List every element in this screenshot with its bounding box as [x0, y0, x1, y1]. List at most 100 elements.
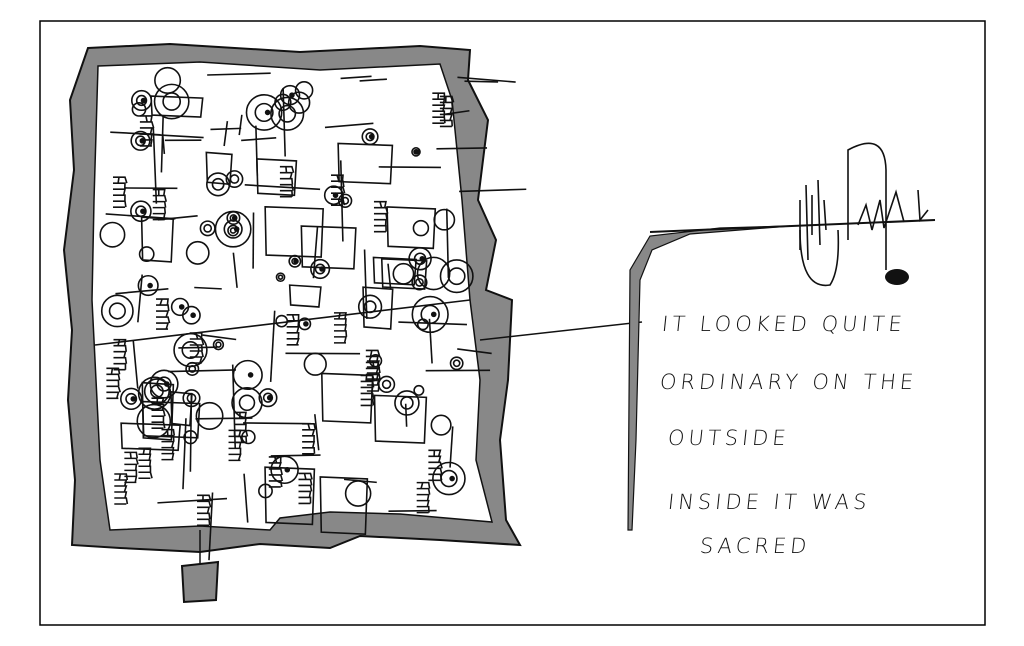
doodle-mark: [457, 348, 492, 355]
doodle-mark: [337, 193, 353, 208]
doodle-mark: [268, 456, 284, 488]
caption-line-1: IT LOOKED QUITE: [660, 312, 908, 336]
doodle-mark: [115, 288, 169, 295]
doodle-mark: [195, 401, 224, 430]
doodle-mark: [264, 466, 316, 526]
doodle-mark: [114, 473, 129, 505]
doodle-mark: [360, 374, 375, 407]
doodle-mark: [464, 80, 499, 83]
doodle-mark: [140, 216, 175, 263]
doodle-mark: [178, 304, 185, 310]
ink-blob: [885, 269, 909, 285]
doodle-mark: [241, 137, 277, 142]
doodle-mark: [362, 286, 394, 330]
doodle-mark: [302, 422, 317, 455]
doodle-mark: [416, 481, 431, 514]
doodle-mark: [270, 454, 321, 457]
doodle-mark: [181, 341, 200, 360]
doodle-mark: [120, 422, 181, 452]
doodle-mark: [131, 101, 147, 117]
doodle-mark: [100, 294, 134, 328]
doodle-mark: [151, 397, 166, 430]
doodle-mark: [214, 210, 252, 248]
doodle-mark: [182, 418, 187, 490]
doodle-mark: [279, 165, 295, 198]
doodle-mark: [449, 426, 454, 468]
doodle-mark: [140, 97, 147, 104]
doodle-mark: [137, 274, 143, 323]
doodle-mark: [185, 240, 210, 265]
doodle-mark: [411, 147, 421, 157]
doodle-mark: [275, 272, 286, 283]
doodle-mark: [178, 346, 217, 349]
doodle-mark: [294, 81, 314, 100]
doodle-mark: [147, 282, 153, 289]
doodle-mark: [231, 215, 238, 221]
doodle-mark: [279, 84, 301, 106]
doodle-mark: [449, 475, 455, 482]
doodle-mark: [303, 321, 309, 327]
doodle-mark: [337, 142, 394, 185]
doodle-mark: [331, 174, 346, 206]
scribble-mark: [799, 142, 929, 287]
doodle-mark: [233, 226, 240, 232]
doodle-mark: [357, 294, 383, 319]
doodle-mark: [203, 223, 213, 233]
doodles: [94, 66, 527, 561]
doodle-mark: [439, 95, 455, 128]
doodle-mark: [238, 394, 256, 412]
doodle-mark: [324, 122, 374, 129]
doodle-mark: [436, 147, 488, 150]
doodle-mark: [161, 428, 176, 461]
doodle-mark: [320, 372, 374, 424]
doodle-mark: [380, 258, 428, 290]
doodle-mark: [428, 449, 443, 482]
doodle-mark: [212, 338, 225, 351]
doodle-mark: [132, 340, 139, 389]
doodle-mark: [138, 447, 153, 480]
doodle-mark: [445, 208, 450, 278]
doodle-mark: [264, 109, 271, 116]
doodle-mark: [414, 149, 420, 155]
doodle-mark: [233, 411, 249, 444]
doodle-mark: [243, 422, 311, 425]
doodle-mark: [398, 321, 467, 326]
doodle-mark: [197, 494, 212, 527]
doodle-mark: [152, 127, 158, 204]
doodle-mark: [207, 72, 271, 76]
doodle-mark: [223, 219, 243, 239]
doodle-mark: [270, 96, 305, 131]
doodle-mark: [156, 298, 171, 330]
doodle-mark: [387, 263, 392, 290]
doodle-mark: [152, 188, 168, 221]
doodle-mark: [149, 384, 164, 399]
doodle-mark: [293, 258, 299, 265]
doodle-mark: [287, 91, 311, 114]
doodle-mark: [223, 120, 229, 147]
doodle-mark: [153, 83, 190, 120]
doodle-mark: [124, 451, 139, 484]
doodle-mark: [430, 311, 437, 318]
doodle-mark: [161, 133, 166, 155]
doodle-mark: [269, 310, 276, 382]
doodle-mark: [112, 176, 128, 208]
doodle-mark: [245, 94, 283, 131]
doodle-mark: [372, 256, 418, 286]
doodle-mark: [381, 379, 392, 390]
doodle-mark: [314, 414, 320, 451]
doodle-mark: [264, 206, 324, 258]
doodle-mark: [432, 92, 446, 124]
doodle-mark: [120, 387, 143, 411]
doodle-mark: [288, 284, 322, 308]
doodle-mark: [340, 75, 372, 80]
doodle-mark: [135, 94, 148, 107]
doodle-mark: [256, 158, 298, 197]
doodle-mark: [225, 170, 244, 188]
doodle-mark: [452, 359, 461, 368]
doodle-mark: [232, 252, 238, 288]
doodle-mark: [108, 302, 126, 320]
doodle-mark: [414, 277, 424, 287]
doodle-mark: [266, 394, 273, 401]
doodle-mark: [130, 130, 151, 151]
